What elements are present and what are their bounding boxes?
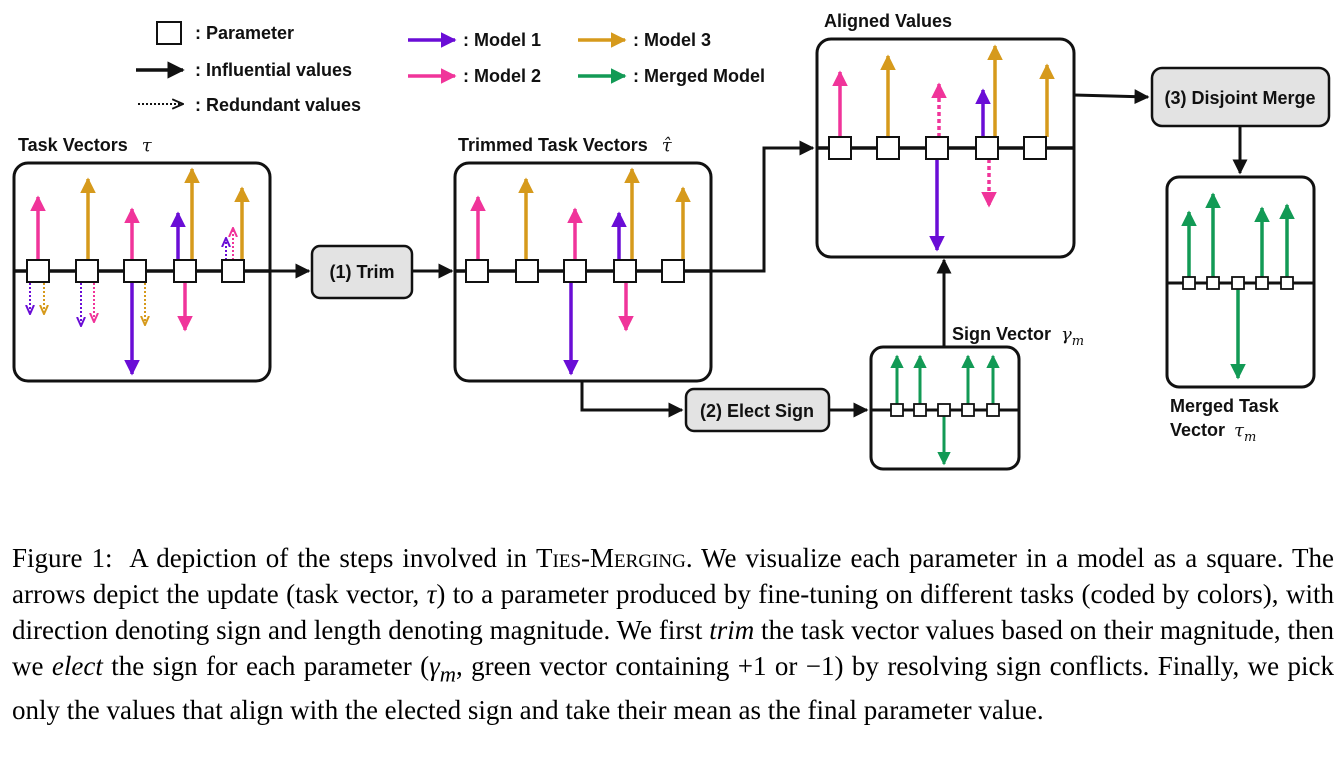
parameter-square: [661, 259, 685, 283]
trimmed-task-vectors-panel: Trimmed Task Vectors τ̂: [453, 135, 713, 383]
parameter-square: [961, 403, 975, 417]
ties-merging-diagram: : Parameter : Influential values : Redun…: [12, 11, 1331, 471]
parameter-square: [1206, 276, 1220, 290]
method-name: Ties-Merging: [536, 543, 686, 573]
aligned-values-title: Aligned Values: [824, 11, 952, 31]
parameter-square: [563, 259, 587, 283]
legend-redundant-label: : Redundant values: [195, 95, 361, 115]
parameter-square: [1023, 136, 1047, 160]
parameter-square: [937, 403, 951, 417]
trim-step: (1) Trim: [310, 244, 414, 300]
parameter-square: [890, 403, 904, 417]
figure-label: Figure 1:: [12, 543, 113, 573]
svg-text:(2) Elect Sign: (2) Elect Sign: [700, 401, 814, 421]
task-vectors-panel: Task Vectors τ: [12, 135, 272, 383]
disjoint-merge-step: (3) Disjoint Merge: [1150, 66, 1331, 128]
parameter-square: [1255, 276, 1269, 290]
parameter-square: [221, 259, 245, 283]
parameter-square: [75, 259, 99, 283]
parameter-square: [173, 259, 197, 283]
legend-influential-label: : Influential values: [195, 60, 352, 80]
sign-vector-title: Sign Vector γm: [952, 324, 1084, 349]
task-vectors-title: Task Vectors τ: [18, 135, 153, 156]
parameter-square: [828, 136, 852, 160]
parameter-square: [465, 259, 489, 283]
legend-parameter-icon: [156, 21, 182, 45]
legend: : Parameter : Influential values : Redun…: [136, 21, 765, 115]
legend-merged-label: : Merged Model: [633, 66, 765, 86]
parameter-square: [986, 403, 1000, 417]
sign-vector-panel: Sign Vector γm: [869, 324, 1084, 471]
legend-parameter-label: : Parameter: [195, 23, 294, 43]
legend-model2-label: : Model 2: [463, 66, 541, 86]
parameter-square: [1182, 276, 1196, 290]
parameter-square: [123, 259, 147, 283]
trimmed-title: Trimmed Task Vectors τ̂: [458, 135, 673, 156]
svg-text:(3) Disjoint Merge: (3) Disjoint Merge: [1164, 88, 1315, 108]
parameter-square: [26, 259, 50, 283]
merged-title-line1: Merged Task: [1170, 396, 1280, 416]
figure-caption: Figure 1: A depiction of the steps invol…: [12, 543, 1335, 726]
parameter-square: [613, 259, 637, 283]
merged-title-line2: Vector τm: [1170, 420, 1256, 445]
parameter-square: [1231, 276, 1245, 290]
svg-text:(1) Trim: (1) Trim: [329, 262, 394, 282]
parameter-square: [925, 136, 949, 160]
parameter-square: [913, 403, 927, 417]
legend-model3-label: : Model 3: [633, 30, 711, 50]
parameter-square: [975, 136, 999, 160]
legend-model1-label: : Model 1: [463, 30, 541, 50]
merged-task-vector-panel: Merged Task Vector τm: [1165, 175, 1316, 445]
parameter-square: [876, 136, 900, 160]
aligned-values-panel: Aligned Values: [815, 11, 1076, 259]
parameter-square: [515, 259, 539, 283]
parameter-square: [1280, 276, 1294, 290]
elect-sign-step: (2) Elect Sign: [684, 387, 831, 433]
